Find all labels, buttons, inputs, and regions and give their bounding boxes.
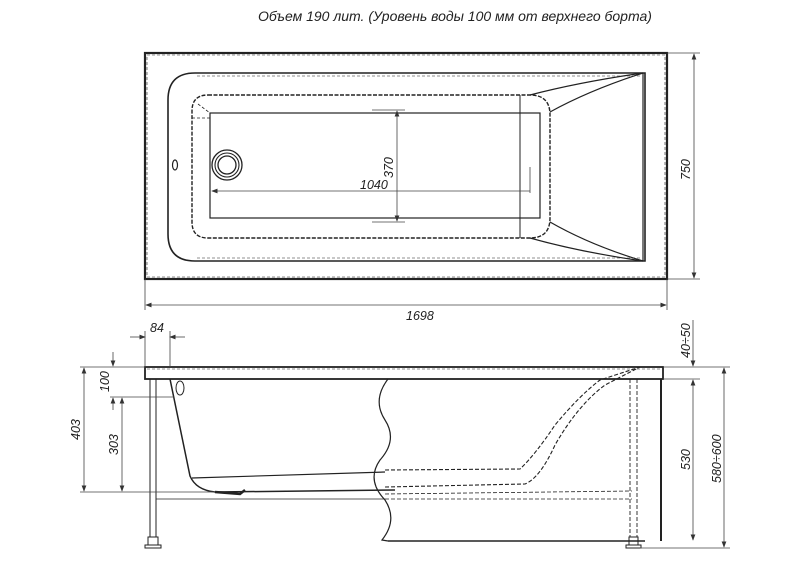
side-view-dimensions: [80, 320, 730, 549]
dim-depth-303: 303: [107, 434, 121, 455]
top-view: [143, 51, 669, 281]
side-view: [144, 366, 664, 549]
top-view-dimensions: [144, 52, 700, 310]
dim-rim-offset-84: 84: [150, 321, 164, 335]
drawing-title: Объем 190 лит. (Уровень воды 100 мм от в…: [258, 8, 652, 24]
dim-inner-width-370: 370: [382, 157, 396, 178]
dim-panel-height-530: 530: [679, 449, 693, 470]
dim-rim-thickness-40-50: 40÷50: [679, 323, 693, 358]
dim-total-height-580-600: 580÷600: [710, 434, 724, 483]
dim-length-1698: 1698: [406, 309, 434, 323]
dim-water-level-100: 100: [98, 371, 112, 392]
dim-total-depth-403: 403: [69, 419, 83, 440]
dim-width-750: 750: [679, 159, 693, 180]
dim-inner-length-1040: 1040: [360, 178, 388, 192]
